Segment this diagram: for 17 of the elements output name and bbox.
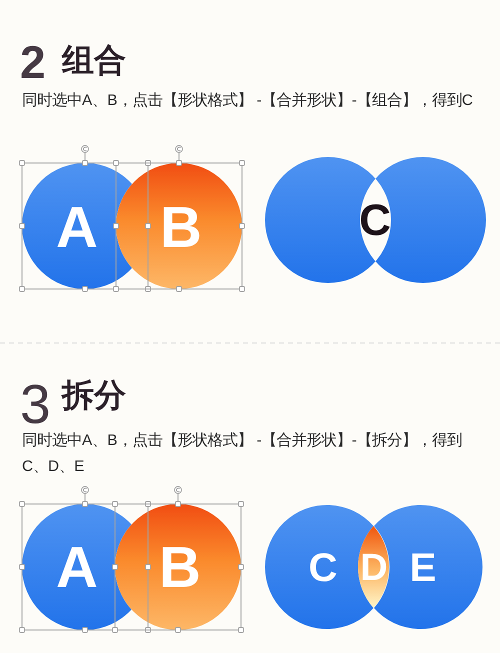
instruction-text: 同时选中A、B，点击【形状格式】 -【合并形状】-【拆分】，得到C、D、E: [22, 431, 463, 477]
letter-label: D: [360, 548, 388, 587]
letter-label: C: [359, 199, 391, 243]
section-heading: 拆分: [62, 379, 126, 411]
section-number: 3: [20, 377, 51, 432]
circle: [115, 504, 241, 630]
instruction-text: 同时选中A、B，点击【形状格式】 -【合并形状】-【组合】，得到C: [22, 91, 474, 111]
merged-circles-shape: [265, 157, 486, 283]
letter-label: A: [56, 199, 98, 257]
letter-label: B: [160, 199, 202, 257]
letter-label: E: [410, 548, 436, 588]
section-number: 2: [20, 39, 46, 85]
letter-label: C: [308, 548, 338, 588]
circle: [116, 163, 242, 289]
section-heading: 组合: [62, 44, 126, 76]
letter-label: A: [56, 539, 98, 597]
letter-label: B: [159, 539, 201, 597]
